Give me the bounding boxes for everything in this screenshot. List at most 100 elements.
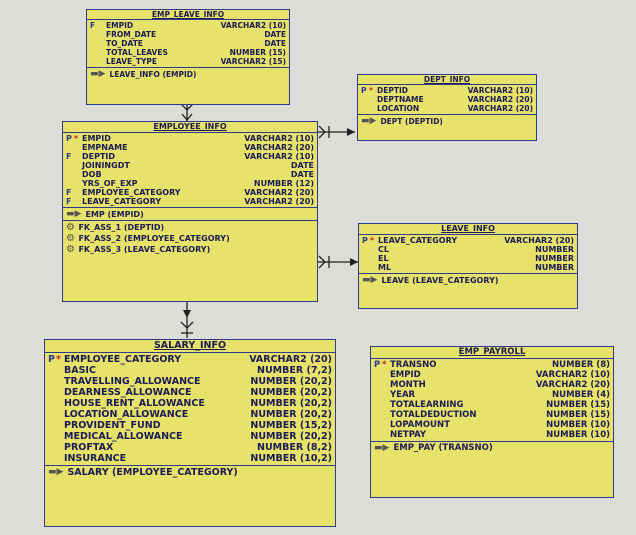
foreign-key-label: FK_ASS_1 (DEPTID) [78,223,165,232]
column-type: VARCHAR2 (20) [244,143,314,152]
column-type: NUMBER (12) [253,179,314,188]
key-flag [48,376,56,387]
primary-key-marker: * [369,86,373,96]
column-type: VARCHAR2 (15) [220,57,286,67]
key-flag [361,95,369,104]
primary-key-section[interactable]: ▬▶LEAVE (LEAVE_CATEGORY) [359,273,577,286]
column-name: MONTH [390,379,426,390]
primary-key-section[interactable]: ▬▶EMP_PAY (TRANSNO) [371,440,613,454]
marker-slot [56,453,64,464]
column-type: VARCHAR2 (10) [220,21,286,31]
column-name: PROFTAX [64,441,114,453]
key-label: LEAVE (LEAVE_CATEGORY) [381,275,499,285]
foreign-key-row[interactable]: ⚙ FK_ASS_1 (DEPTID) [66,222,314,233]
table-title: LEAVE_INFO [359,224,577,235]
marker-slot [98,21,106,30]
foreign-key-row[interactable]: ⚙ FK_ASS_3 (LEAVE_CATEGORY) [66,244,314,255]
column-type: DATE [264,30,286,40]
primary-key-section[interactable]: ▬▶EMP (EMPID) [63,207,317,220]
key-flag [374,390,382,400]
column-name: CL [378,245,389,254]
column-name: EMPLOYEE_CATEGORY [64,353,182,365]
column-type: NUMBER (20,2) [250,430,332,442]
key-flag [48,398,56,409]
primary-key-section[interactable]: ▬▶LEAVE_INFO (EMPID) [87,67,289,80]
key-flag: F [66,152,72,161]
primary-key-section[interactable]: ▬▶DEPT (DEPTID) [358,114,536,127]
column-type: NUMBER (15) [546,409,610,420]
key-flag [362,263,370,272]
key-flag [374,420,382,430]
key-flag: P [66,134,72,143]
marker-slot [74,143,82,152]
arrow-head [181,113,193,122]
key-flag [48,365,56,376]
marker-slot [56,442,64,453]
table-title: SALARY_INFO [45,340,335,353]
key-flag: P [361,86,367,96]
key-flag [374,380,382,390]
primary-key-section[interactable]: ▬▶SALARY (EMPLOYEE_CATEGORY) [45,464,335,479]
column-name: TO_DATE [106,39,143,49]
marker-slot [56,376,64,387]
marker-slot [74,188,82,197]
key-label: EMP_PAY (TRANSNO) [393,442,493,453]
column-name: EMPLOYEE_CATEGORY [82,188,181,197]
column-type: VARCHAR2 (20) [504,236,574,245]
column-name: LEAVE_CATEGORY [82,197,162,206]
column-name: ML [378,263,392,272]
key-icon: ▬▶ [374,442,390,453]
foreign-key-row[interactable]: ⚙ FK_ASS_2 (EMPLOYEE_CATEGORY) [66,233,314,244]
column-type: VARCHAR2 (10) [244,152,314,161]
key-icon: ▬▶ [362,275,378,285]
marker-slot [382,400,390,410]
marker-slot [370,263,378,272]
marker-slot [382,390,390,400]
